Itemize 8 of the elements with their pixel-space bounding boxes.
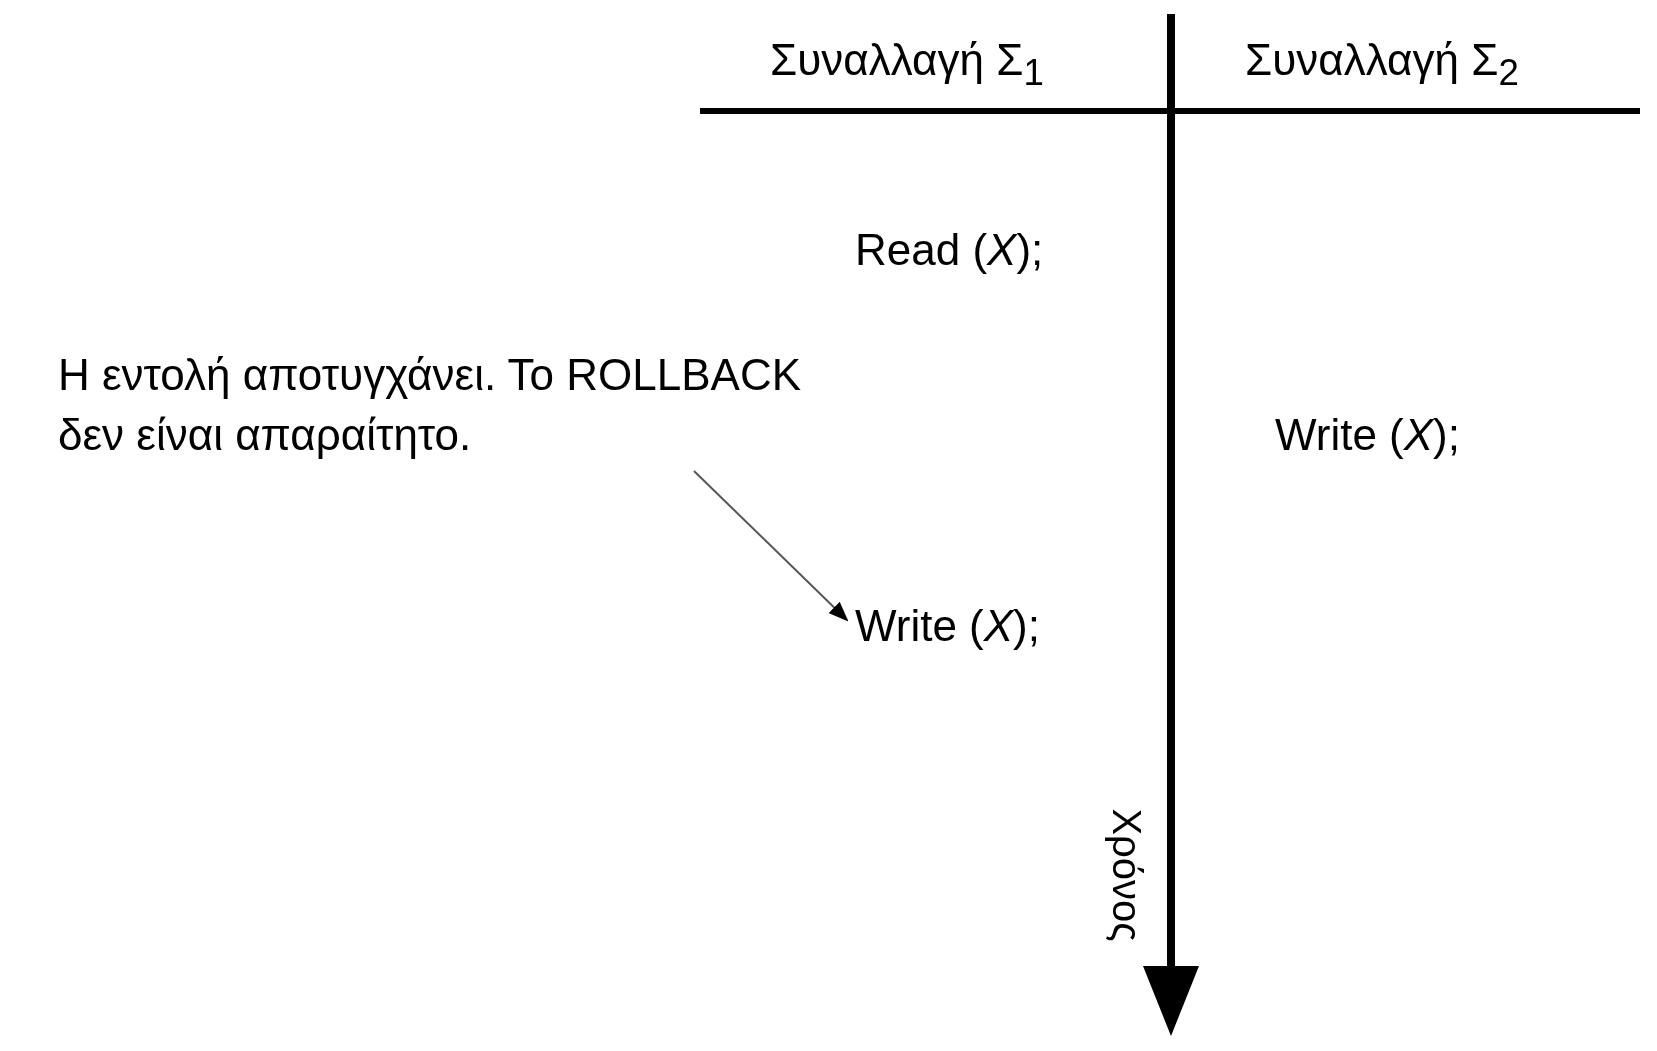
operation-text: Write (X); bbox=[1275, 409, 1460, 461]
operation-text: Write (X); bbox=[855, 596, 1040, 656]
note-text: Η εντολή αποτυγχάνει. Το ROLLBACK δεν είναι απαραίτητο. bbox=[58, 345, 878, 465]
axis-label: Χρόνος bbox=[1103, 808, 1150, 942]
operation-text: Read (X); bbox=[855, 224, 1044, 276]
column-header: Συναλλαγή Σ$_{1}$ bbox=[770, 34, 1044, 95]
column-header: Συναλλαγή Σ$_{2}$ bbox=[1245, 34, 1519, 95]
leader-line bbox=[693, 470, 849, 622]
